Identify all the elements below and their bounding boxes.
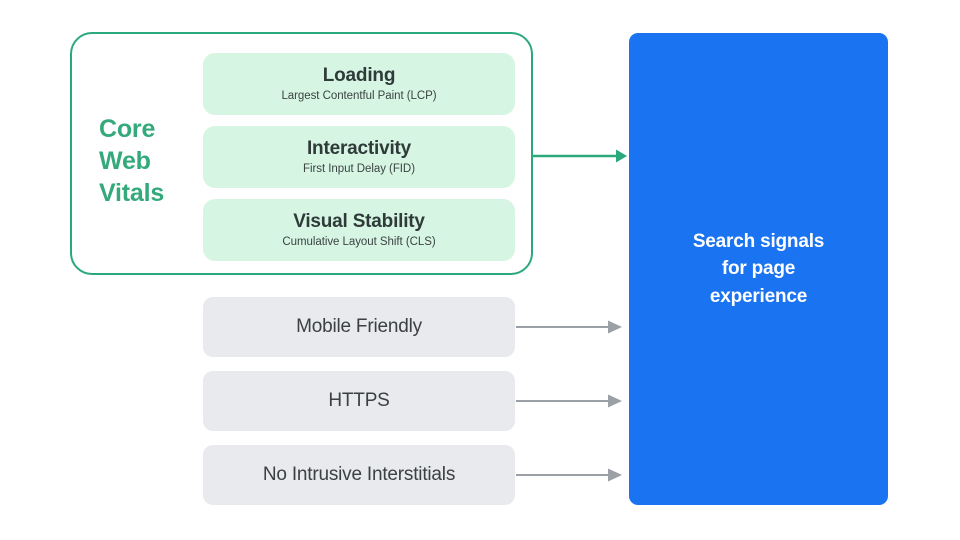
core-web-vitals-label-line-2: Web: [99, 147, 151, 175]
https-card: HTTPS: [203, 371, 515, 431]
no-intrusive-interstitials-arrow: [516, 468, 622, 482]
mobile-friendly-label: Mobile Friendly: [296, 316, 422, 337]
core-web-vitals-group: [70, 32, 533, 275]
metric-title-interactivity: Interactivity: [306, 137, 412, 159]
search-signals-text: Search signals for page experience: [692, 230, 825, 307]
metric-subtitle-loading: Largest Contentful Paint (LCP): [281, 89, 437, 102]
metric-card-loading: Loading Largest Contentful Paint (LCP): [203, 53, 515, 115]
no-intrusive-interstitials-label: No Intrusive Interstitials: [262, 464, 456, 485]
mobile-friendly-arrow: [516, 320, 622, 334]
metric-card-visual-stability: Visual Stability Cumulative Layout Shift…: [203, 199, 515, 261]
core-web-vitals-label-line-3: Vitals: [99, 179, 165, 207]
metric-subtitle-interactivity: First Input Delay (FID): [303, 162, 415, 175]
core-web-vitals-label: Core Web Vitals: [99, 113, 195, 209]
metric-title-visual-stability: Visual Stability: [293, 210, 425, 232]
no-intrusive-interstitials-card: No Intrusive Interstitials: [203, 445, 515, 505]
core-web-vitals-arrow: [533, 149, 627, 163]
metric-card-interactivity: Interactivity First Input Delay (FID): [203, 126, 515, 188]
search-signals-box: Search signals for page experience: [629, 33, 888, 505]
metric-subtitle-visual-stability: Cumulative Layout Shift (CLS): [282, 235, 436, 248]
metric-title-loading: Loading: [322, 64, 396, 86]
mobile-friendly-card: Mobile Friendly: [203, 297, 515, 357]
core-web-vitals-label-line-1: Core: [99, 115, 156, 143]
https-label: HTTPS: [328, 390, 390, 411]
https-arrow: [516, 394, 622, 408]
